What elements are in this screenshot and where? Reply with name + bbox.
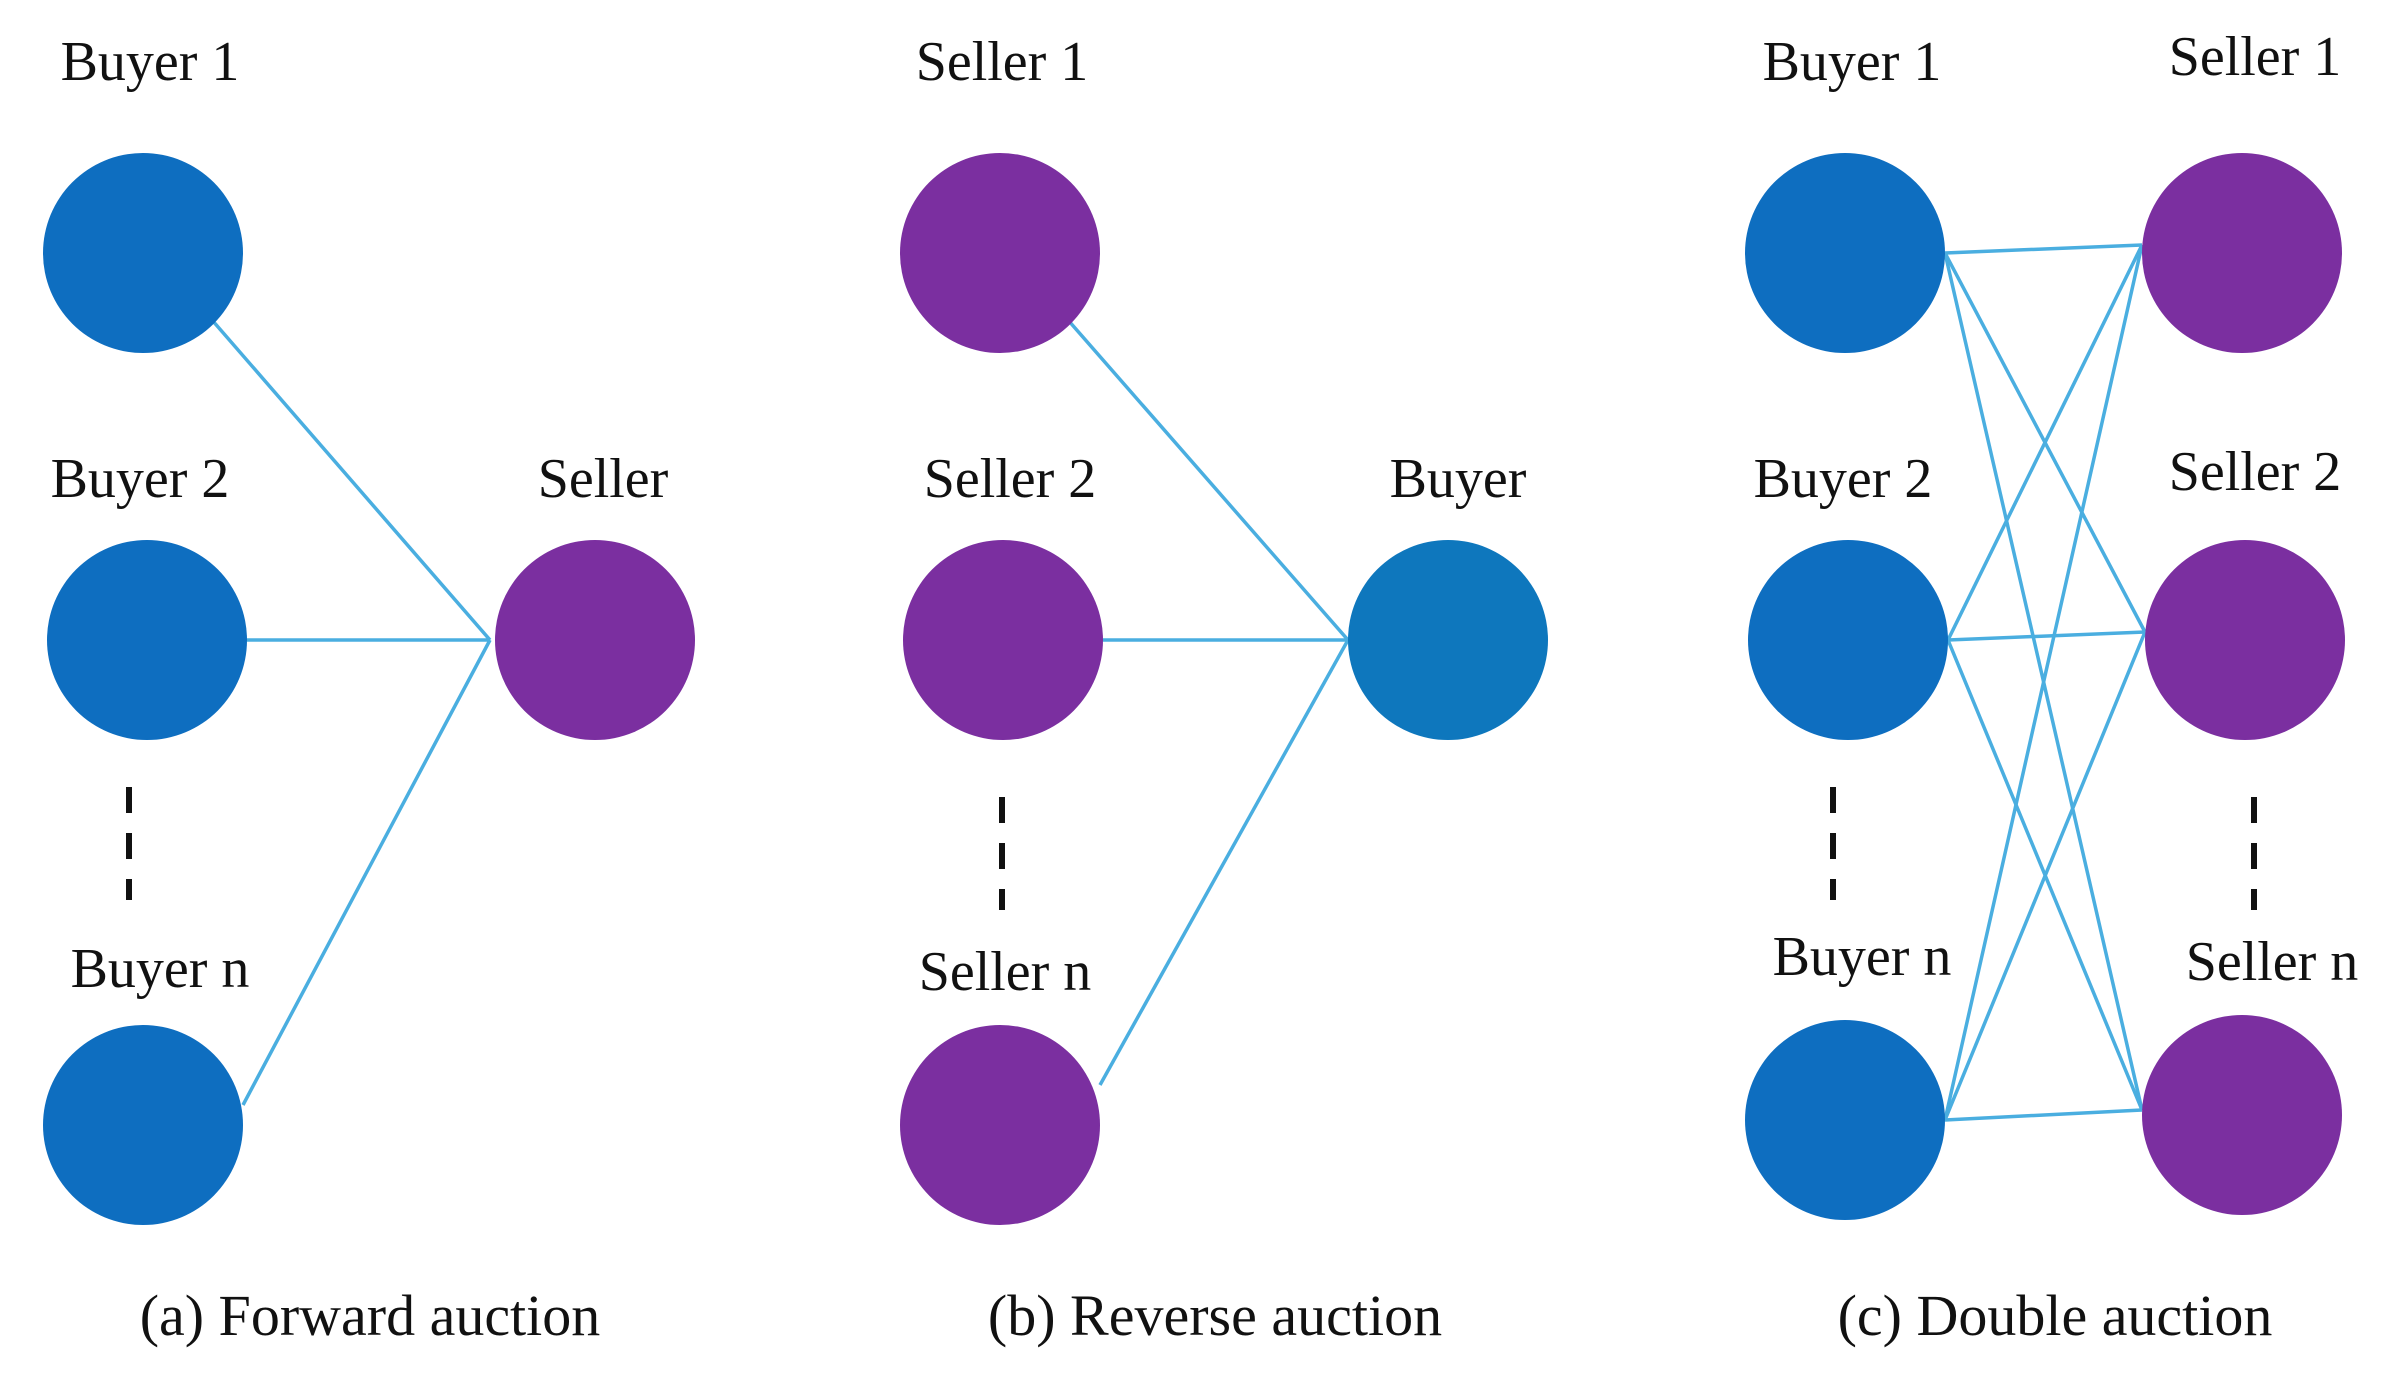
label-reverse-seller-2: Seller 2 xyxy=(924,448,1097,510)
labels-layer: Buyer 1 Buyer 2 Buyer n Seller (a) Forward a… xyxy=(51,26,2359,1348)
label-double-seller-n: Seller n xyxy=(2186,931,2359,993)
node-reverse-seller-n xyxy=(900,1025,1100,1225)
label-reverse-seller-1: Seller 1 xyxy=(916,31,1089,93)
edge-double-buyer-2-seller-1 xyxy=(1946,244,2144,641)
node-forward-seller xyxy=(495,540,695,740)
label-forward-buyer-n: Buyer n xyxy=(71,938,250,1000)
node-reverse-seller-1 xyxy=(900,153,1100,353)
edge-forward-buyer-n-seller xyxy=(241,639,492,1106)
edge-reverse-seller-1-buyer xyxy=(1066,318,1350,642)
label-forward-seller: Seller xyxy=(538,448,669,510)
node-double-seller-n xyxy=(2142,1015,2342,1215)
node-forward-buyer-1 xyxy=(43,153,243,353)
node-double-seller-1 xyxy=(2142,153,2342,353)
label-reverse-seller-n: Seller n xyxy=(919,941,1092,1003)
node-reverse-seller-2 xyxy=(903,540,1103,740)
label-forward-buyer-1: Buyer 1 xyxy=(61,31,240,93)
edge-double-buyer-1-seller-1 xyxy=(1944,243,2143,255)
label-reverse-buyer: Buyer xyxy=(1390,448,1527,510)
label-double-buyer-2: Buyer 2 xyxy=(1754,448,1933,510)
node-double-buyer-2 xyxy=(1748,540,1948,740)
edges-layer xyxy=(210,243,2147,1122)
label-double-seller-2: Seller 2 xyxy=(2169,441,2342,503)
edge-reverse-seller-n-buyer xyxy=(1098,639,1350,1086)
node-reverse-buyer xyxy=(1348,540,1548,740)
edge-forward-buyer-1-seller xyxy=(210,318,492,642)
edge-double-buyer-n-seller-2 xyxy=(1943,631,2147,1121)
edge-double-buyer-n-seller-1 xyxy=(1943,244,2144,1121)
node-double-seller-2 xyxy=(2145,540,2345,740)
label-forward-buyer-2: Buyer 2 xyxy=(51,448,230,510)
label-double-buyer-n: Buyer n xyxy=(1773,926,1952,988)
node-forward-buyer-n xyxy=(43,1025,243,1225)
node-double-buyer-1 xyxy=(1745,153,1945,353)
caption-reverse: (b) Reverse auction xyxy=(988,1283,1442,1348)
label-double-seller-1: Seller 1 xyxy=(2169,26,2342,88)
edge-double-buyer-n-seller-n xyxy=(1944,1108,2143,1122)
edge-double-buyer-2-seller-2 xyxy=(1947,630,2146,642)
node-double-buyer-n xyxy=(1745,1020,1945,1220)
caption-double: (c) Double auction xyxy=(1838,1283,2273,1348)
caption-forward: (a) Forward auction xyxy=(140,1283,601,1348)
node-forward-buyer-2 xyxy=(47,540,247,740)
nodes-layer xyxy=(43,153,2345,1225)
label-double-buyer-1: Buyer 1 xyxy=(1763,31,1942,93)
